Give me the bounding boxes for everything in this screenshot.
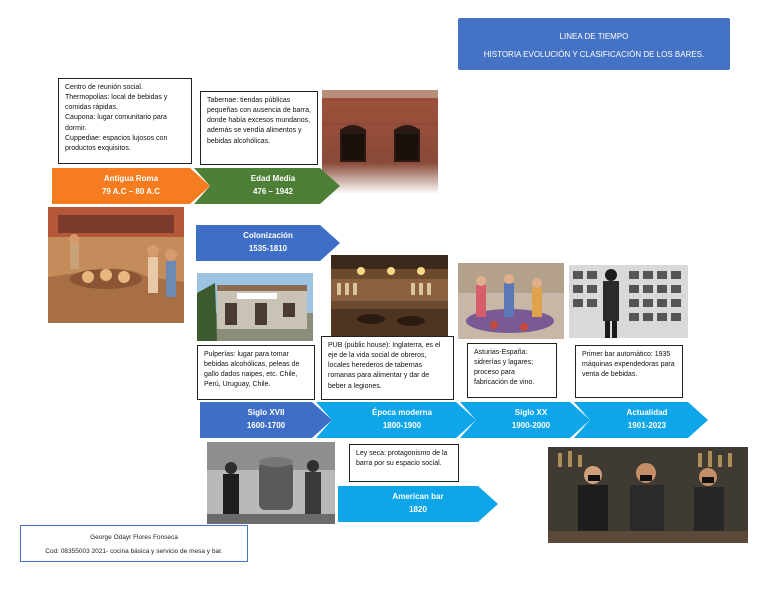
arrow-moderna-dates: 1800-1900 — [382, 421, 422, 430]
cider-painting-image — [458, 263, 564, 339]
arrow-xvii-dates: 1600-1700 — [246, 421, 286, 430]
author-code: Cod: 08355003 2021- cocina básica y serv… — [45, 547, 223, 555]
arrow-epoca-moderna: Época moderna 1800-1900 — [316, 402, 476, 438]
timeline-title: LINEA DE TIEMPO — [559, 32, 629, 41]
arrow-antigua-roma: Antigua Roma 79 A.C – 80 A.C — [52, 168, 210, 204]
pub-text-box: PUB (public house): Inglaterra, es el ej… — [321, 336, 454, 400]
arrow-colonizacion-label: Colonización — [243, 231, 293, 241]
arrow-american-bar: American bar 1820 — [338, 486, 498, 522]
roma-line-4: Cuppediae: espacios lujosos con producto… — [65, 134, 168, 152]
prohibition-photo-image — [207, 442, 335, 524]
timeline-title-banner: LINEA DE TIEMPO HISTORIA EVOLUCIÓN Y CLA… — [458, 18, 730, 70]
asturias-text-box: Asturias-España: sidrerías y lagares; pr… — [467, 343, 557, 398]
arrow-media-dates: 476 – 1942 — [252, 187, 294, 196]
pub-text: PUB (public house): Inglaterra, es el ej… — [328, 342, 441, 390]
automatico-text: Primer bar automático: 1935 máquinas exp… — [582, 351, 675, 379]
roma-line-1: Centro de reunión social. — [65, 84, 143, 91]
author-name: George Odayr Flores Fonseca — [90, 534, 178, 541]
arrow-roma-label: Antigua Roma — [103, 174, 159, 184]
arrow-actualidad-label: Actualidad — [626, 408, 668, 418]
automatico-text-box: Primer bar automático: 1935 máquinas exp… — [575, 345, 683, 398]
ley-seca-text: Ley seca: protagonismo de la barra por s… — [356, 450, 448, 468]
arrow-xx-label: Siglo XX — [514, 408, 548, 418]
arrow-xvii-label: Siglo XVII — [247, 408, 285, 418]
arrow-colonizacion: Colonización 1535-1810 — [196, 225, 340, 261]
arrow-xx-dates: 1900-2000 — [511, 421, 551, 430]
arrow-actualidad: Actualidad 1901-2023 — [574, 402, 708, 438]
arrow-colonizacion-dates: 1535-1810 — [248, 244, 288, 253]
roma-line-3: Caupona: lugar comunitario para dormir. — [65, 114, 167, 132]
arrow-american-dates: 1820 — [409, 505, 427, 514]
pulperia-building-image — [197, 273, 313, 341]
asturias-text: Asturias-España: sidrerías y lagares; pr… — [474, 349, 535, 387]
timeline-subtitle: HISTORIA EVOLUCIÓN Y CLASIFICACIÓN DE LO… — [483, 50, 705, 60]
pulperias-text: Pulperías: lugar para tomar bebidas alco… — [204, 351, 300, 389]
modern-bartenders-image — [548, 447, 748, 543]
roman-fresco-image — [48, 207, 184, 323]
ley-seca-text-box: Ley seca: protagonismo de la barra por s… — [349, 444, 459, 482]
roma-line-2: Thermopolias: local de bebidas y comidas… — [65, 94, 168, 112]
media-text: Tabernae: tiendas públicas pequeñas con … — [207, 97, 311, 145]
author-box: George Odayr Flores Fonseca Cod: 0835500… — [20, 525, 248, 562]
arrow-actualidad-dates: 1901-2023 — [627, 421, 667, 430]
arrow-siglo-xx: Siglo XX 1900-2000 — [460, 402, 590, 438]
pulperias-text-box: Pulperías: lugar para tomar bebidas alco… — [197, 345, 315, 400]
arrow-siglo-xvii: Siglo XVII 1600-1700 — [200, 402, 332, 438]
automat-machines-image — [569, 265, 688, 338]
media-text-box: Tabernae: tiendas públicas pequeñas con … — [200, 91, 318, 165]
arrow-media-label: Edad Media — [250, 174, 296, 184]
arrow-american-label: American bar — [392, 492, 444, 502]
pub-interior-image — [331, 255, 448, 339]
ancient-ruins-image — [322, 90, 438, 194]
arrow-moderna-label: Época moderna — [371, 408, 432, 418]
roma-text-box: Centro de reunión social. Thermopolias: … — [58, 78, 192, 164]
arrow-edad-media: Edad Media 476 – 1942 — [194, 168, 340, 204]
arrow-roma-dates: 79 A.C – 80 A.C — [101, 187, 161, 196]
